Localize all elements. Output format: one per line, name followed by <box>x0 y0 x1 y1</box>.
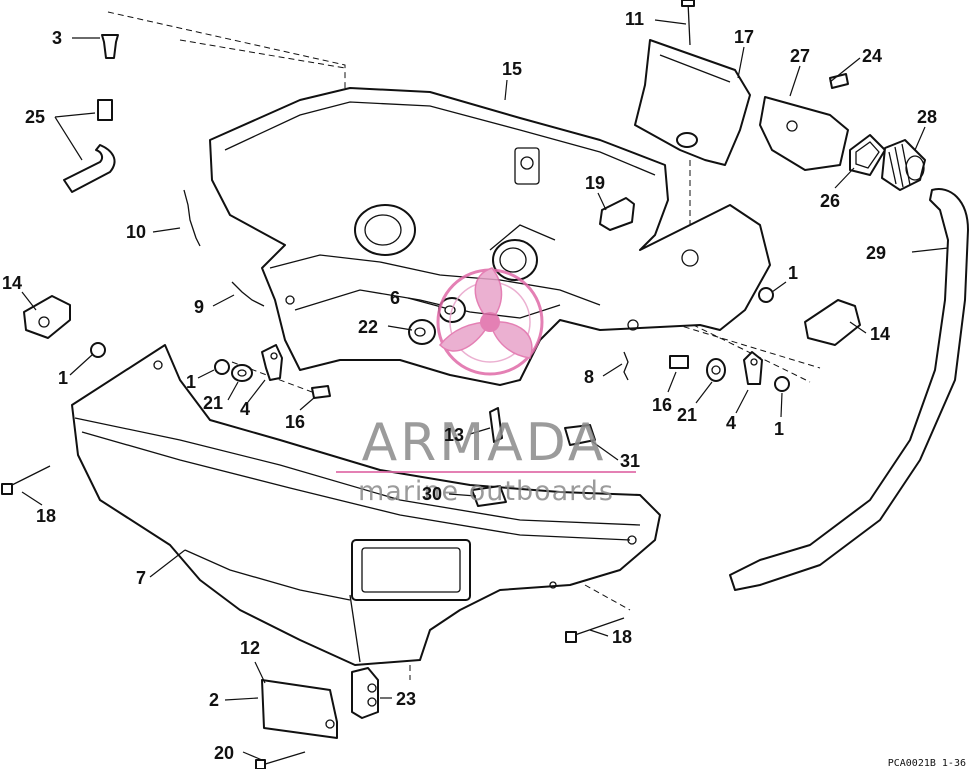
callout-leader-lines <box>21 19 949 761</box>
callout-label: 25 <box>25 107 45 127</box>
callout-label: 15 <box>502 59 522 79</box>
callout-label: 22 <box>358 317 378 337</box>
callout-label: 1 <box>186 372 196 392</box>
callout-label: 28 <box>917 107 937 127</box>
callout-label: 24 <box>862 46 882 66</box>
callout-label: 23 <box>396 689 416 709</box>
callout-label: 11 <box>625 9 644 29</box>
callout-label: 14 <box>2 273 22 293</box>
callout-label: 16 <box>285 412 305 432</box>
callout-label: 21 <box>677 405 697 425</box>
callout-label: 18 <box>36 506 56 526</box>
lower-cover-part-7 <box>71 344 661 666</box>
callout-label: 8 <box>584 367 594 387</box>
callout-label: 30 <box>422 484 442 504</box>
watermark-title: ARMADA <box>362 413 607 473</box>
callout-label: 1 <box>58 368 68 388</box>
figure-reference-code: PCA0021B 1-36 <box>888 758 966 769</box>
callout-label: 7 <box>136 568 146 588</box>
callout-label: 29 <box>866 243 886 263</box>
callout-label: 27 <box>790 46 810 66</box>
callout-label: 20 <box>214 743 234 763</box>
watermark-subtitle: marine outboards <box>358 476 614 507</box>
callout-label: 14 <box>870 324 890 344</box>
callout-label: 1 <box>774 419 784 439</box>
callout-label: 4 <box>240 399 250 419</box>
callout-label: 26 <box>820 191 840 211</box>
callout-label: 17 <box>734 27 754 47</box>
callout-label: 6 <box>390 288 400 308</box>
callout-label: 21 <box>203 393 223 413</box>
callout-label: 31 <box>620 451 640 471</box>
callout-label: 10 <box>126 222 146 242</box>
callout-label: 18 <box>612 627 632 647</box>
armada-watermark: ARMADA marine outboards <box>336 267 636 507</box>
callout-label: 4 <box>726 413 736 433</box>
upper-cover-part-15 <box>209 87 771 386</box>
callout-label: 9 <box>194 297 204 317</box>
callout-label: 3 <box>52 28 62 48</box>
callout-label: 16 <box>652 395 672 415</box>
callout-label: 13 <box>444 425 464 445</box>
callout-label: 2 <box>209 690 219 710</box>
callout-label: 1 <box>788 263 798 283</box>
propeller-logo <box>436 267 544 376</box>
callout-labels: 3 25 10 9 14 1 1 21 4 16 18 7 12 2 20 23… <box>2 9 937 763</box>
callout-label: 12 <box>240 638 260 658</box>
callout-label: 19 <box>585 173 605 193</box>
